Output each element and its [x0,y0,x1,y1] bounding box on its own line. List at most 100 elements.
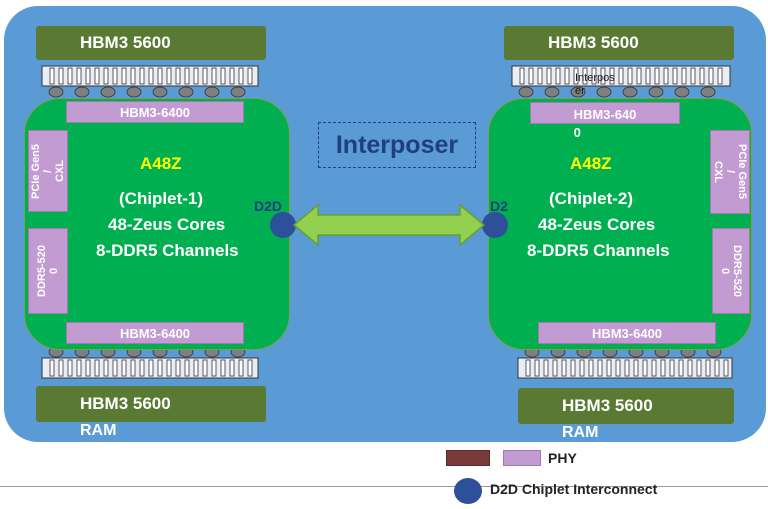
tsv-pillar [238,359,244,377]
solder-bump [648,86,664,98]
tsv-pillar [669,359,675,377]
chiplet-1-phy-ddr: DDR5-520 0 [28,228,68,314]
tsv-pillar [58,359,64,377]
tsv-pillar [717,67,723,85]
tsv-pillar [570,359,576,377]
tsv-pillar [238,67,244,85]
solder-bump [48,86,64,98]
tsv-pillar [247,67,253,85]
microbump-row-right-top [510,62,732,98]
tsv-pillar [130,359,136,377]
tsv-pillar [166,359,172,377]
tsv-pillar [561,359,567,377]
legend-d2d-label: D2D Chiplet Interconnect [490,481,658,497]
tsv-pillar [537,67,543,85]
tsv-pillar [229,359,235,377]
tsv-pillar [555,67,561,85]
tsv-pillar [94,359,100,377]
tsv-pillar [654,67,660,85]
legend-phy-label: PHY [548,450,577,466]
microbump-graphic [41,65,259,98]
solder-bump [518,86,534,98]
tsv-pillar [49,359,55,377]
tsv-pillar [609,67,615,85]
tsv-pillar [627,67,633,85]
solder-bump [700,86,716,98]
tsv-pillar [94,67,100,85]
chiplet-2-phy-ddr: DDR5-520 0 [712,228,750,314]
microbump-graphic [41,346,259,379]
tsv-pillar [67,67,73,85]
legend-divider [0,486,768,487]
tsv-pillar [112,359,118,377]
chiplet-1-id-label: (Chiplet-1) [119,189,204,208]
solder-bump [544,86,560,98]
hbm-module-left-bottom: HBM3 5600 [36,386,266,422]
hbm-label: HBM3 5600 [548,33,639,52]
solder-bump [152,86,168,98]
tsv-pillar [220,359,226,377]
tsv-pillar [121,67,127,85]
tsv-pillar [624,359,630,377]
tsv-pillar [67,359,73,377]
chiplet-2-phy-bottom: HBM3-6400 [538,322,716,344]
tsv-pillar [564,67,570,85]
tsv-pillar [552,359,558,377]
tsv-pillar [247,359,253,377]
hbm-module-left-top: HBM3 5600 [36,26,266,60]
tsv-pillar [546,67,552,85]
tsv-pillar [543,359,549,377]
chiplet-2-phy-top: HBM3-640 0 [530,102,680,140]
hbm-overflow-label-right: RAM [562,424,599,441]
chiplet-2-cores: 48-Zeus Cores [538,215,656,234]
chiplet-2-d2d-port [482,212,508,238]
solder-bump [622,86,638,98]
tsv-pillar [660,359,666,377]
tsv-pillar [202,359,208,377]
tsv-pillar [166,67,172,85]
tsv-pillar [579,359,585,377]
d2d-interconnect-arrow [292,203,486,247]
tsv-pillar [85,67,91,85]
legend-swatch-dark [446,450,490,466]
microbump-row-left-top [40,62,260,98]
tsv-pillar [678,359,684,377]
tsv-pillar [633,359,639,377]
tsv-pillar [525,359,531,377]
chiplet-1-cores: 48-Zeus Cores [108,215,226,234]
tsv-pillar [139,67,145,85]
chiplet-1 [24,98,290,350]
chiplet-2-phy-top-label: HBM3-640 0 [573,107,637,140]
hbm-label: HBM3 5600 [80,33,171,52]
tsv-pillar [597,359,603,377]
chiplet-2-channels: 8-DDR5 Channels [527,241,670,260]
tsv-pillar [687,359,693,377]
interposer-small-label: Interpos er [575,72,615,97]
tsv-pillar [705,359,711,377]
chiplet-1-phy-top: HBM3-6400 [66,101,244,123]
tsv-pillar [193,67,199,85]
tsv-pillar [642,359,648,377]
tsv-pillar [588,359,594,377]
solder-bump [74,86,90,98]
tsv-pillar [184,67,190,85]
tsv-pillar [103,67,109,85]
tsv-pillar [690,67,696,85]
tsv-pillar [714,359,720,377]
tsv-pillar [600,67,606,85]
tsv-pillar [615,359,621,377]
tsv-pillar [157,359,163,377]
tsv-pillar [211,67,217,85]
chiplet-2-phy-pcie: PCIe Gen5 / CXL [710,130,750,214]
interposer-title: Interposer [318,122,476,168]
tsv-pillar [606,359,612,377]
tsv-pillar [681,67,687,85]
tsv-pillar [618,67,624,85]
tsv-pillar [708,67,714,85]
tsv-pillar [582,67,588,85]
microbump-graphic [511,65,731,98]
solder-bump [230,86,246,98]
tsv-pillar [193,359,199,377]
tsv-pillar [49,67,55,85]
tsv-pillar [663,67,669,85]
